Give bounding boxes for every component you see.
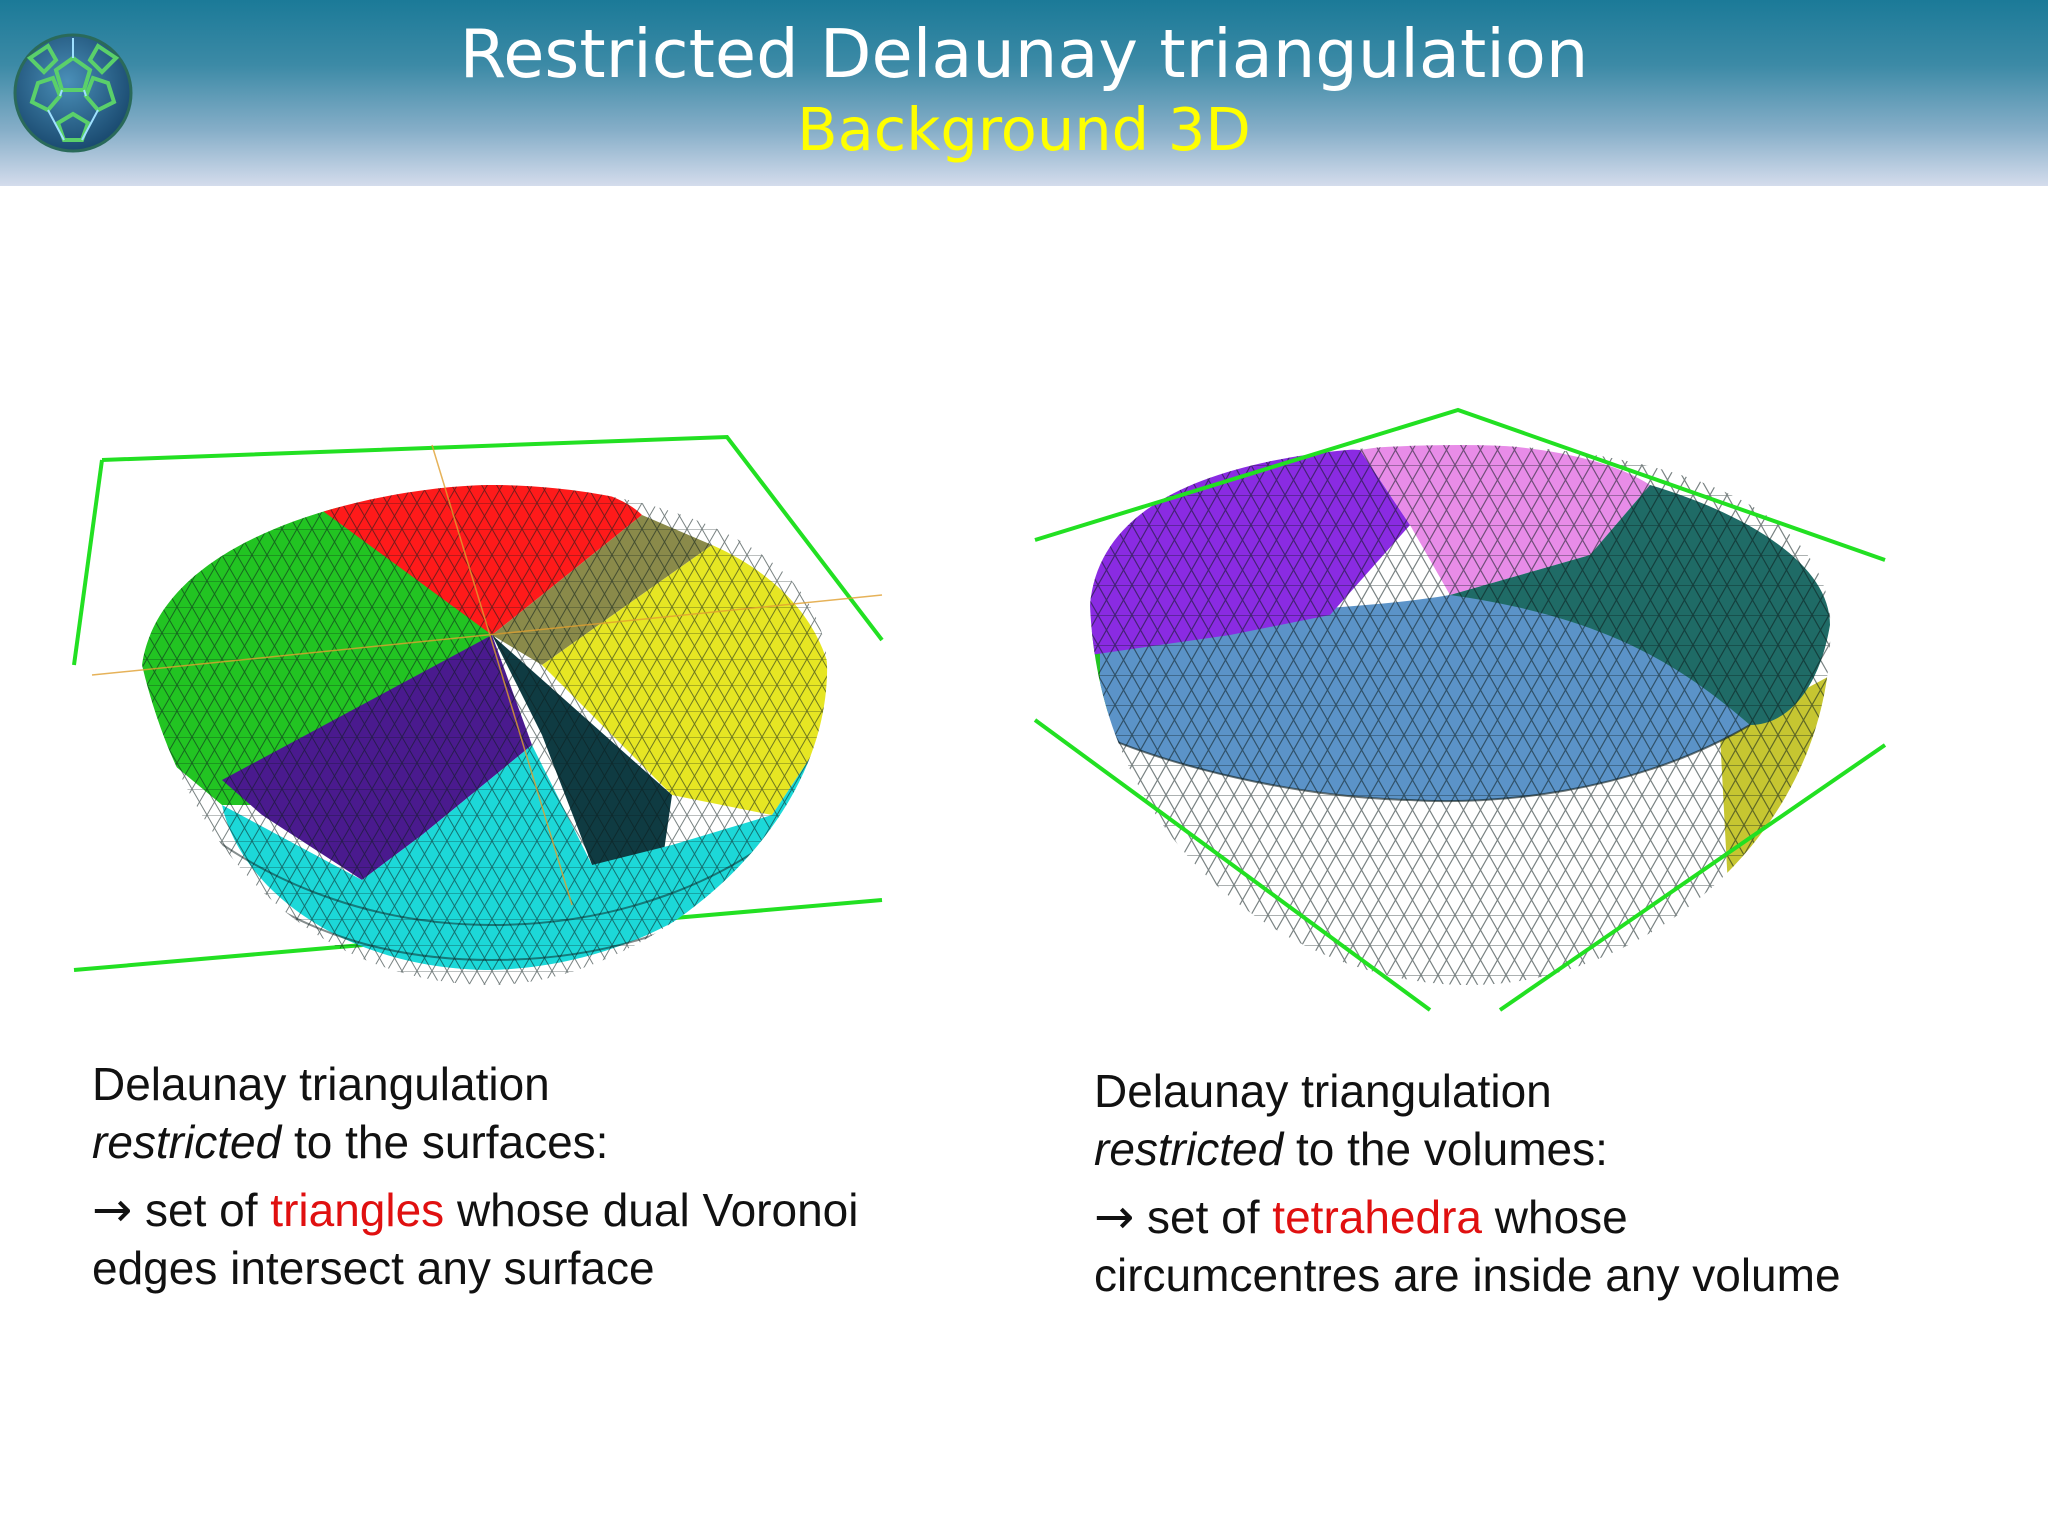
caption-line: Delaunay triangulation	[92, 1058, 550, 1110]
caption-line: → set of triangles whose dual Voronoi	[92, 1181, 858, 1239]
caption-text: set of	[1134, 1191, 1273, 1243]
caption-line: edges intersect any surface	[92, 1242, 655, 1294]
caption-line: Delaunay triangulation	[1094, 1065, 1552, 1117]
caption-text: set of	[132, 1184, 271, 1236]
right-arrow-icon: →	[1094, 1189, 1135, 1245]
emphasis-text: restricted	[92, 1116, 282, 1168]
caption-line: restricted to the volumes:	[1094, 1120, 1841, 1178]
slide-title: Restricted Delaunay triangulation	[459, 15, 1589, 93]
surface-mesh-figure	[72, 434, 884, 985]
caption-text: to the volumes:	[1283, 1123, 1608, 1175]
bounding-box	[1033, 407, 1887, 1012]
highlight-text: triangles	[270, 1184, 445, 1236]
slide-header: Restricted Delaunay triangulation Backgr…	[0, 0, 2048, 186]
caption-line: restricted to the surfaces:	[92, 1113, 858, 1171]
caption-line: circumcentres are inside any volume	[1094, 1249, 1841, 1301]
caption-surfaces: Delaunay triangulation restricted to the…	[92, 1055, 858, 1297]
fullerene-icon	[13, 33, 133, 153]
volume-mesh-figure	[1033, 407, 1887, 1012]
caption-text: whose	[1482, 1191, 1628, 1243]
highlight-text: tetrahedra	[1272, 1191, 1482, 1243]
caption-line: → set of tetrahedra whose	[1094, 1188, 1841, 1246]
right-arrow-icon: →	[92, 1182, 133, 1238]
emphasis-text: restricted	[1094, 1123, 1284, 1175]
caption-text: whose dual Voronoi	[444, 1184, 859, 1236]
caption-text: to the surfaces:	[281, 1116, 609, 1168]
caption-volumes: Delaunay triangulation restricted to the…	[1094, 1062, 1841, 1304]
slide-subtitle: Background 3D	[797, 95, 1251, 164]
